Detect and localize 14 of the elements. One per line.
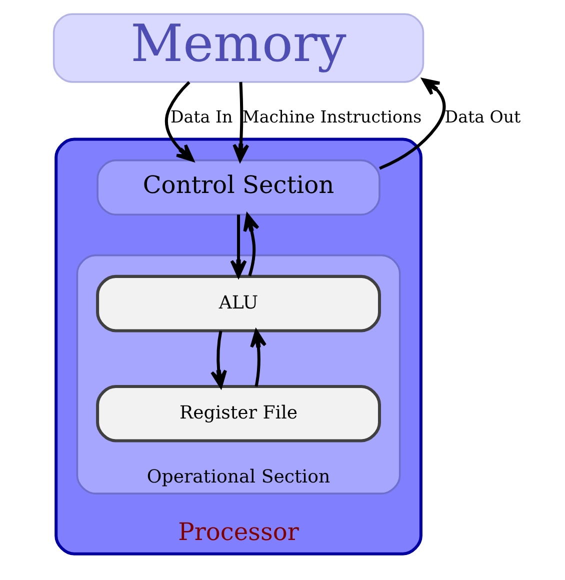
arrow [378, 78, 446, 170]
arrow [250, 329, 266, 387]
arrow [242, 213, 259, 276]
arrow [164, 81, 194, 162]
node-box: ALU [96, 274, 380, 332]
arrow [210, 330, 226, 388]
arrow [232, 82, 249, 162]
node-box: Register File [96, 384, 380, 442]
edge-label: Data Out [444, 107, 520, 126]
node-box: Memory [52, 13, 424, 83]
node-box: Control Section [96, 159, 380, 216]
edge-label: Machine Instructions [242, 107, 422, 126]
arrow [230, 214, 246, 278]
edge-label: Data In [170, 107, 232, 126]
